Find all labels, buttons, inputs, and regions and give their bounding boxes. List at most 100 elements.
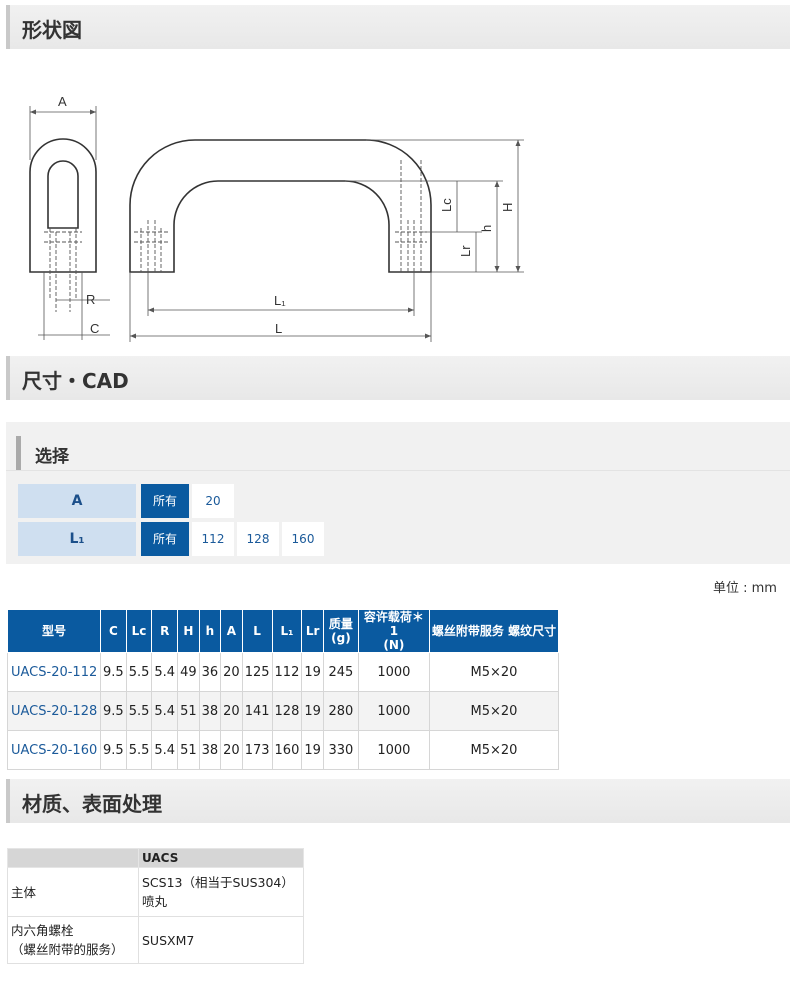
cell: 160	[271, 730, 303, 770]
selection-panel: 选择 A 所有 20 L₁ 所有 112 128 160	[6, 422, 790, 564]
dim-label-r: R	[86, 292, 95, 307]
cell: 245	[322, 652, 359, 692]
material-header-blank	[7, 848, 139, 868]
cell: 49	[177, 652, 200, 692]
col-header-l1: L₁	[271, 609, 303, 653]
filter-l1-option-160[interactable]: 160	[282, 522, 324, 556]
cell: 141	[241, 691, 273, 731]
cell: 5.4	[151, 730, 179, 770]
col-header-screw: 螺丝附带服务 螺纹尺寸	[428, 609, 560, 653]
cell: 112	[271, 652, 303, 692]
side-view-slot	[47, 160, 79, 229]
material-name-line: 内六角螺栓	[11, 923, 74, 938]
col-header-lr: Lr	[301, 609, 324, 653]
cell: 9.5	[100, 652, 127, 692]
col-header-a: A	[220, 609, 243, 653]
col-header-l: L	[241, 609, 273, 653]
dim-label-l1: L₁	[274, 293, 286, 308]
cell: 20	[220, 652, 243, 692]
dim-label-h: H	[500, 203, 515, 212]
material-name: 内六角螺栓 （螺丝附带的服务）	[7, 916, 139, 964]
cell: 330	[322, 730, 359, 770]
cell: 1000	[357, 652, 430, 692]
section-header-material: 材质、表面处理	[6, 779, 790, 823]
material-header-uacs: UACS	[138, 848, 304, 868]
col-header-mass: 质量 (g)	[322, 609, 359, 653]
cell: 1000	[357, 691, 430, 731]
filter-l1-option-128[interactable]: 128	[237, 522, 279, 556]
col-header-c: C	[100, 609, 127, 653]
section-title: 尺寸・CAD	[22, 369, 129, 393]
table-row: 内六角螺栓 （螺丝附带的服务） SUSXM7	[7, 916, 304, 964]
cell: 5.5	[125, 691, 153, 731]
filter-l1-option-112[interactable]: 112	[192, 522, 234, 556]
filter-l1-all-button[interactable]: 所有	[141, 522, 189, 556]
cell: 280	[322, 691, 359, 731]
col-header-r: R	[151, 609, 179, 653]
cell: 19	[301, 691, 324, 731]
dim-label-c: C	[90, 321, 99, 336]
cell: 1000	[357, 730, 430, 770]
cell: 125	[241, 652, 273, 692]
material-value: SCS13（相当于SUS304） 喷丸	[138, 867, 304, 917]
material-header-row: UACS	[7, 848, 304, 868]
handle-shape-drawing: A R C L₁ L Lc Lr h H	[29, 94, 524, 342]
cell: 128	[271, 691, 303, 731]
col-header-h: h	[198, 609, 222, 653]
table-row: UACS-20-160 9.5 5.5 5.4 51 38 20 173 160…	[7, 730, 560, 770]
table-row: 主体 SCS13（相当于SUS304） 喷丸	[7, 867, 304, 917]
filter-a-option-20[interactable]: 20	[192, 484, 234, 518]
cell: 5.5	[125, 652, 153, 692]
col-header-model: 型号	[7, 609, 101, 653]
material-value-line: SCS13（相当于SUS304）	[142, 875, 294, 890]
col-header-hh: H	[177, 609, 200, 653]
section-header-dims: 尺寸・CAD	[6, 356, 790, 400]
material-name: 主体	[7, 867, 139, 917]
spec-table: 型号 C Lc R H h A L L₁ Lr 质量 (g) 容许载荷＊1 (N…	[7, 609, 560, 770]
cell: M5×20	[428, 691, 560, 731]
material-value: SUSXM7	[138, 916, 304, 964]
model-link[interactable]: UACS-20-112	[7, 652, 101, 692]
cell: 19	[301, 652, 324, 692]
cell: 173	[241, 730, 273, 770]
filter-a-all-button[interactable]: 所有	[141, 484, 189, 518]
selection-title-bar: 选择	[16, 436, 69, 470]
cell: 36	[198, 652, 222, 692]
cell: 9.5	[100, 691, 127, 731]
col-header-load: 容许载荷＊1 (N)	[357, 609, 430, 653]
section-title: 形状図	[22, 18, 82, 42]
col-header-lc: Lc	[125, 609, 153, 653]
material-value-line: 喷丸	[142, 894, 168, 909]
model-link[interactable]: UACS-20-160	[7, 730, 101, 770]
cell: 38	[198, 730, 222, 770]
model-link[interactable]: UACS-20-128	[7, 691, 101, 731]
cell: 20	[220, 691, 243, 731]
material-table: UACS 主体 SCS13（相当于SUS304） 喷丸 内六角螺栓 （螺丝附带的…	[7, 848, 304, 964]
filter-label-l1: L₁	[18, 522, 136, 556]
cell: 19	[301, 730, 324, 770]
cell: 5.4	[151, 691, 179, 731]
spec-header-row: 型号 C Lc R H h A L L₁ Lr 质量 (g) 容许载荷＊1 (N…	[7, 609, 560, 653]
cell: M5×20	[428, 652, 560, 692]
dim-label-l: L	[275, 321, 282, 336]
table-row: UACS-20-128 9.5 5.5 5.4 51 38 20 141 128…	[7, 691, 560, 731]
dim-label-a: A	[58, 94, 67, 109]
cell: 5.5	[125, 730, 153, 770]
material-name-line: （螺丝附带的服务）	[11, 942, 124, 957]
cell: 51	[177, 730, 200, 770]
section-title: 材质、表面处理	[22, 792, 162, 816]
cell: 38	[198, 691, 222, 731]
selection-title: 选择	[35, 447, 69, 467]
cell: 9.5	[100, 730, 127, 770]
dim-label-h-small: h	[479, 225, 494, 232]
cell: M5×20	[428, 730, 560, 770]
cell: 20	[220, 730, 243, 770]
front-view-outer	[129, 139, 432, 273]
cell: 51	[177, 691, 200, 731]
dim-label-lr: Lr	[458, 245, 473, 257]
side-view-outline	[29, 138, 97, 273]
unit-label: 单位 : mm	[713, 581, 777, 596]
cell: 5.4	[151, 652, 179, 692]
table-row: UACS-20-112 9.5 5.5 5.4 49 36 20 125 112…	[7, 652, 560, 692]
dim-label-lc: Lc	[439, 198, 454, 212]
